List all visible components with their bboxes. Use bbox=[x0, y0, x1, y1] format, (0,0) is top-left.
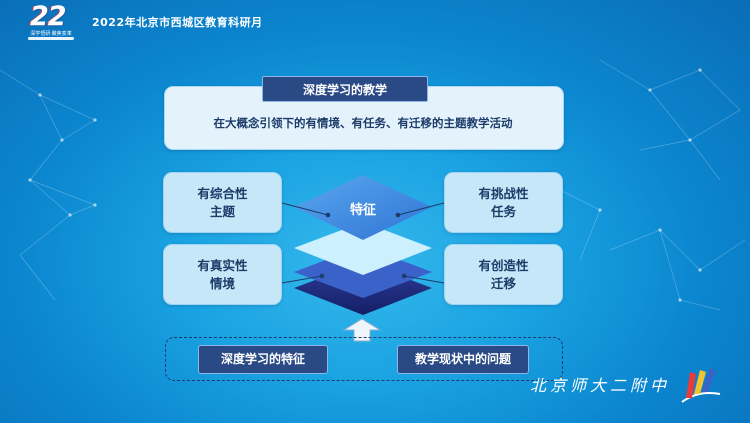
connector-bottom-left bbox=[281, 275, 323, 284]
logo-tagline: 深学悟研·聚焦变革 bbox=[30, 31, 72, 37]
teaching-problems-label: 教学现状中的问题 bbox=[397, 345, 529, 374]
connector-top-right bbox=[397, 202, 445, 216]
center-label-features: 特征 bbox=[349, 203, 376, 218]
feature-comprehensive-theme: 有综合性 主题 bbox=[163, 172, 282, 233]
deep-learning-features-label: 深度学习的特征 bbox=[198, 345, 328, 374]
layer-top bbox=[294, 175, 432, 240]
feature-challenging-task: 有挑战性 任务 bbox=[444, 172, 563, 233]
logo-number: 22 bbox=[30, 1, 67, 32]
event-logo: 22 深学悟研·聚焦变革 bbox=[24, 1, 78, 41]
bottom-dashed-frame bbox=[165, 337, 563, 381]
header-bar: 22 深学悟研·聚焦变革 2022年北京市西城区教育科研月 bbox=[0, 0, 750, 44]
up-arrow-icon bbox=[342, 318, 382, 342]
feature-authentic-context: 有真实性 情境 bbox=[163, 244, 282, 305]
connector-top-left bbox=[281, 202, 329, 216]
definition-text: 在大概念引领下的有情境、有任务、有迁移的主题教学活动 bbox=[213, 116, 513, 130]
layer-second bbox=[294, 222, 432, 275]
school-logo-icon bbox=[681, 368, 721, 403]
connector-bottom-right bbox=[403, 275, 445, 284]
header-title: 2022年北京市西城区教育科研月 bbox=[92, 16, 263, 29]
school-name-calligraphy: 北京师大二附中 bbox=[530, 376, 671, 395]
feature-creative-transfer: 有创造性 迁移 bbox=[444, 244, 563, 305]
logo-underline bbox=[28, 37, 74, 40]
definition-tab: 深度学习的教学 bbox=[262, 76, 428, 102]
